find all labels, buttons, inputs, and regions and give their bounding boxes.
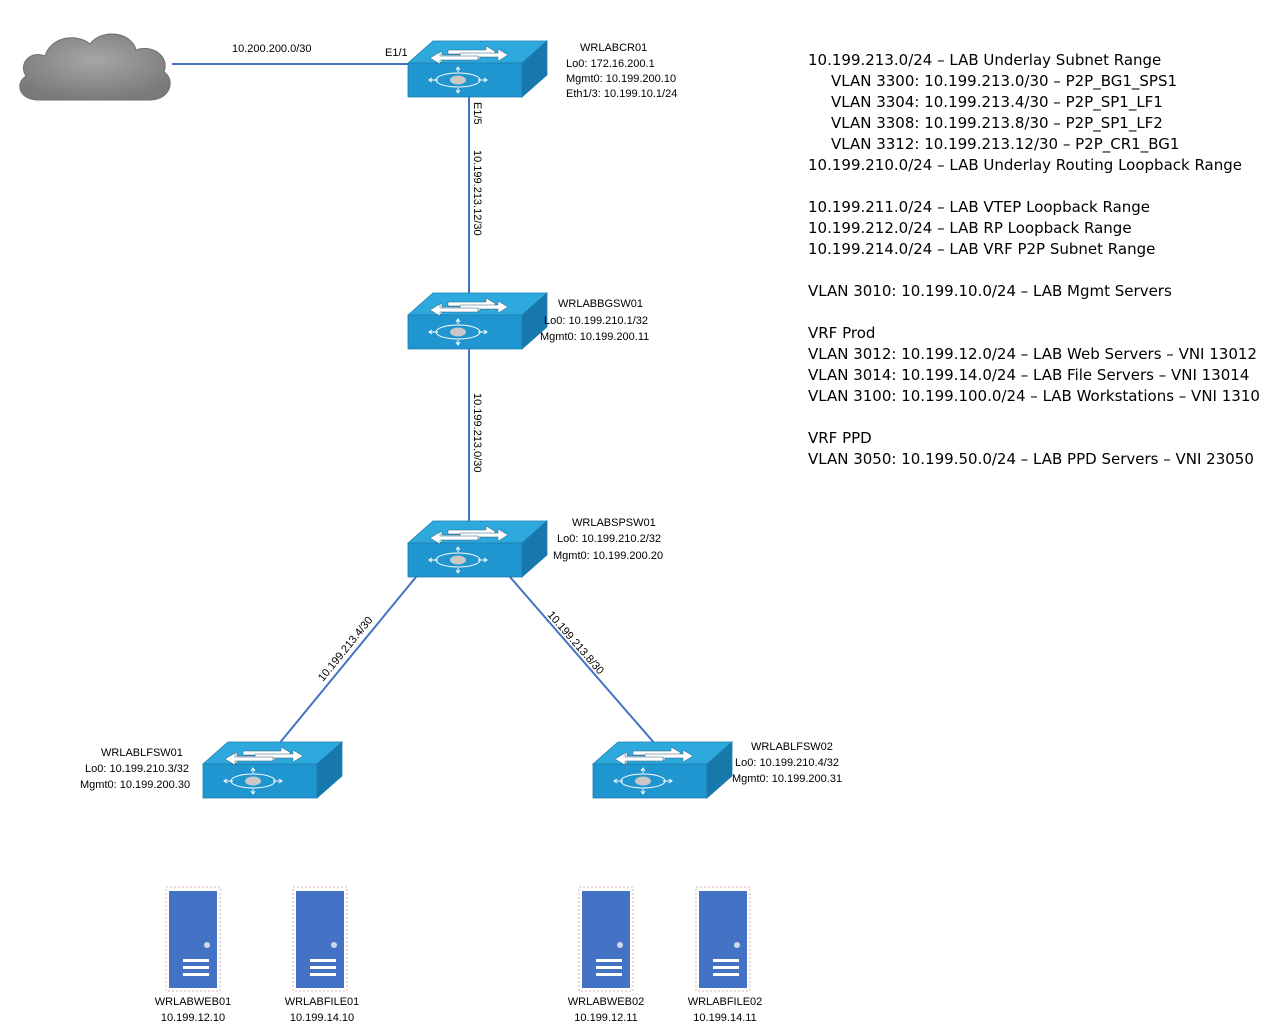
switch-name: WRLABSPSW01 xyxy=(572,517,656,529)
note-spacer xyxy=(808,407,1258,428)
note-line: VLAN 3312: 10.199.213.12/30 – P2P_CR1_BG… xyxy=(831,135,1180,153)
switch-detail: Mgmt0: 10.199.200.30 xyxy=(80,779,190,791)
server-wrlabfile02[interactable]: WRLABFILE02 10.199.14.11 xyxy=(688,886,763,1024)
note-line: VLAN 3100: 10.199.100.0/24 – LAB Worksta… xyxy=(808,387,1261,405)
server-name: WRLABWEB01 xyxy=(155,996,231,1008)
switch-detail: Mgmt0: 10.199.200.31 xyxy=(732,773,842,785)
switch-detail: Lo0: 10.199.210.3/32 xyxy=(85,763,189,775)
note-line: VLAN 3304: 10.199.213.4/30 – P2P_SP1_LF1 xyxy=(831,93,1163,111)
switch-name: WRLABBGSW01 xyxy=(558,298,643,310)
switch-detail: Mgmt0: 10.199.200.20 xyxy=(553,550,663,562)
switch-wrlabcr01[interactable]: WRLABCR01 Lo0: 172.16.200.1 Mgmt0: 10.19… xyxy=(407,40,677,100)
note-line: VLAN 3308: 10.199.213.8/30 – P2P_SP1_LF2 xyxy=(831,114,1163,132)
server-ip: 10.199.12.11 xyxy=(574,1012,637,1024)
link-sp-lf1-label: 10.199.213.4/30 xyxy=(316,615,375,684)
switch-detail: Lo0: 172.16.200.1 xyxy=(566,58,655,70)
note-spacer xyxy=(808,176,1258,197)
server-name: WRLABWEB02 xyxy=(568,996,644,1008)
note-line: 10.199.211.0/24 – LAB VTEP Loopback Rang… xyxy=(808,198,1151,216)
switch-detail: Lo0: 10.199.210.4/32 xyxy=(735,757,839,769)
switch-detail: Lo0: 10.199.210.1/32 xyxy=(544,315,648,327)
switch-detail: Eth1/3: 10.199.10.1/24 xyxy=(566,88,677,100)
server-ip: 10.199.14.10 xyxy=(290,1012,354,1024)
note-line: 10.199.214.0/24 – LAB VRF P2P Subnet Ran… xyxy=(808,240,1156,258)
addressing-notes: 10.199.213.0/24 – LAB Underlay Subnet Ra… xyxy=(808,50,1261,470)
switch-wrlablfsw01[interactable]: WRLABLFSW01 Lo0: 10.199.210.3/32 Mgmt0: … xyxy=(80,741,343,799)
server-wrlabweb02[interactable]: WRLABWEB02 10.199.12.11 xyxy=(568,886,644,1024)
note-heading: VRF PPD xyxy=(808,429,872,447)
note-spacer xyxy=(808,260,1258,281)
note-line: 10.199.210.0/24 – LAB Underlay Routing L… xyxy=(808,156,1243,174)
link-cr-bg-label: 10.199.213.12/30 xyxy=(471,150,483,236)
link-sp-lf1 xyxy=(277,576,417,746)
server-wrlabweb01[interactable]: WRLABWEB01 10.199.12.10 xyxy=(155,886,231,1024)
server-wrlabfile01[interactable]: WRLABFILE01 10.199.14.10 xyxy=(285,886,360,1024)
note-line: 10.199.212.0/24 – LAB RP Loopback Range xyxy=(808,219,1132,237)
note-line: VLAN 3010: 10.199.10.0/24 – LAB Mgmt Ser… xyxy=(808,282,1172,300)
note-spacer xyxy=(808,302,1258,323)
switch-detail: Mgmt0: 10.199.200.10 xyxy=(566,73,676,85)
switch-name: WRLABLFSW01 xyxy=(101,747,183,759)
note-line: VLAN 3012: 10.199.12.0/24 – LAB Web Serv… xyxy=(808,345,1257,363)
note-heading: VRF Prod xyxy=(808,324,876,342)
note-line: VLAN 3014: 10.199.14.0/24 – LAB File Ser… xyxy=(808,366,1250,384)
note-line: VLAN 3300: 10.199.213.0/30 – P2P_BG1_SPS… xyxy=(831,72,1178,90)
server-name: WRLABFILE02 xyxy=(688,996,763,1008)
switch-wrlabbgsw01[interactable]: WRLABBGSW01 Lo0: 10.199.210.1/32 Mgmt0: … xyxy=(407,292,649,350)
link-sp-lf2 xyxy=(509,576,657,746)
note-line: 10.199.213.0/24 – LAB Underlay Subnet Ra… xyxy=(808,51,1162,69)
server-name: WRLABFILE01 xyxy=(285,996,360,1008)
port-cr-wan-label: E1/1 xyxy=(385,47,408,59)
switch-detail: Mgmt0: 10.199.200.11 xyxy=(540,331,649,343)
server-ip: 10.199.12.10 xyxy=(161,1012,225,1024)
note-line: VLAN 3050: 10.199.50.0/24 – LAB PPD Serv… xyxy=(808,450,1254,468)
server-ip: 10.199.14.11 xyxy=(693,1012,756,1024)
port-cr-down-label: E1/5 xyxy=(471,102,483,125)
switch-wrlablfsw02[interactable]: WRLABLFSW02 Lo0: 10.199.210.4/32 Mgmt0: … xyxy=(592,741,842,799)
switch-name: WRLABCR01 xyxy=(580,42,647,54)
link-sp-lf2-label: 10.199.213.8/30 xyxy=(545,609,606,677)
link-wan-label: 10.200.200.0/30 xyxy=(232,43,312,55)
switch-wrlabspsw01[interactable]: WRLABSPSW01 Lo0: 10.199.210.2/32 Mgmt0: … xyxy=(407,517,663,578)
switch-name: WRLABLFSW02 xyxy=(751,741,833,753)
link-bg-sp-label: 10.199.213.0/30 xyxy=(471,393,483,473)
cloud-icon xyxy=(19,33,171,101)
switch-detail: Lo0: 10.199.210.2/32 xyxy=(557,533,661,545)
